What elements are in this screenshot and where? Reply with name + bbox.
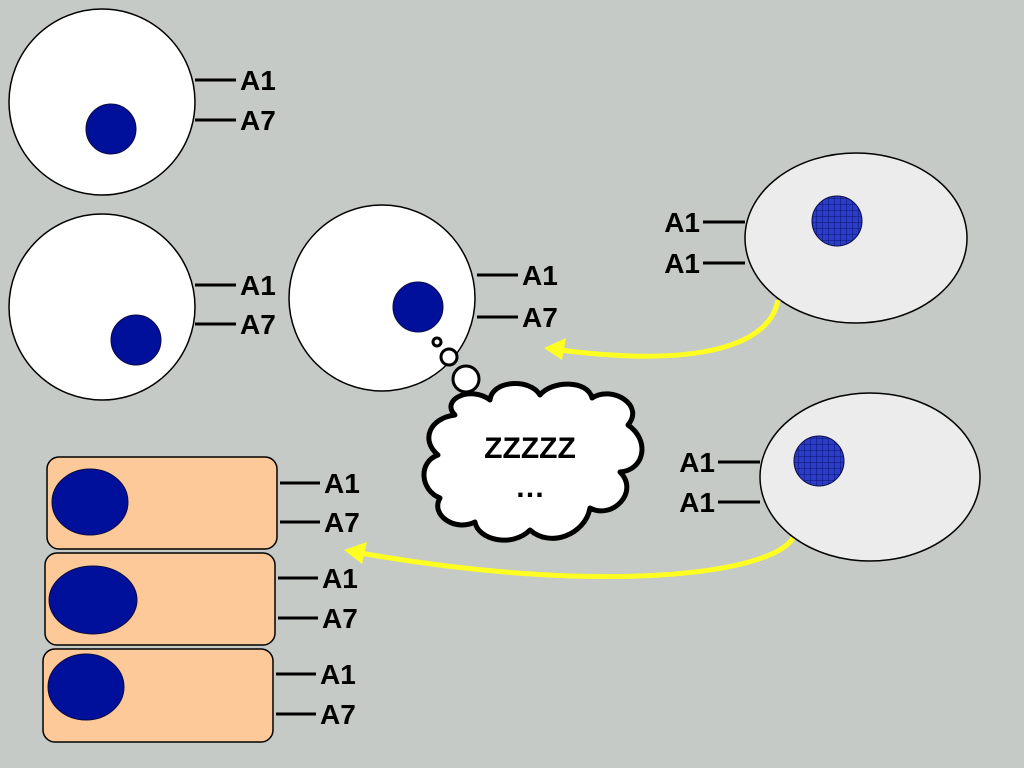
thought-dot bbox=[431, 336, 443, 348]
receptor-label-bottom: A7 bbox=[322, 603, 358, 634]
nucleus bbox=[85, 103, 137, 155]
thought-cloud bbox=[421, 381, 645, 543]
thought-bubble: ZZZZZ … bbox=[421, 336, 645, 543]
receptor-label-top: A1 bbox=[679, 447, 715, 478]
arrow-to-center-cell bbox=[544, 299, 781, 360]
tissue-cell-3: A1 A7 bbox=[42, 648, 356, 743]
grey-cell-top: A1 A1 bbox=[664, 152, 968, 324]
receptor-label-top: A1 bbox=[522, 260, 558, 291]
cell-membrane bbox=[759, 392, 981, 562]
nucleus bbox=[392, 281, 444, 333]
receptor-label-bottom: A1 bbox=[664, 248, 700, 279]
receptor-label-bottom: A7 bbox=[240, 309, 276, 340]
receptor-label-top: A1 bbox=[324, 468, 360, 499]
receptor-label-top: A1 bbox=[240, 270, 276, 301]
receptor-label-bottom: A7 bbox=[320, 699, 356, 730]
arrow-head bbox=[544, 338, 566, 360]
receptor-label-bottom: A7 bbox=[240, 105, 276, 136]
thought-text-line2: … bbox=[515, 471, 545, 504]
cell-membrane bbox=[8, 213, 196, 401]
tissue-cell-1: A1 A7 bbox=[46, 456, 360, 550]
receptor-label-top: A1 bbox=[322, 563, 358, 594]
white-cell-middle: A1 A7 bbox=[8, 213, 276, 401]
nucleus bbox=[110, 314, 162, 366]
arrow-shaft bbox=[359, 536, 796, 579]
arrow-shaft bbox=[559, 299, 781, 359]
nucleus bbox=[47, 653, 125, 721]
nucleus bbox=[793, 435, 845, 487]
white-cell-center: A1 A7 bbox=[288, 204, 558, 392]
white-cell-top: A1 A7 bbox=[8, 8, 276, 196]
cell-membrane bbox=[288, 204, 476, 392]
receptor-label-top: A1 bbox=[240, 65, 276, 96]
nucleus bbox=[48, 565, 138, 635]
grey-cell-bottom: A1 A1 bbox=[679, 392, 981, 562]
receptor-label-bottom: A7 bbox=[522, 302, 558, 333]
receptor-label-top: A1 bbox=[320, 659, 356, 690]
arrow-head bbox=[344, 542, 367, 564]
receptor-label-bottom: A1 bbox=[679, 487, 715, 518]
thought-dot bbox=[451, 364, 481, 394]
nucleus bbox=[51, 468, 129, 536]
thought-dot bbox=[439, 347, 459, 367]
tissue-cell-2: A1 A7 bbox=[44, 552, 358, 646]
receptor-label-bottom: A7 bbox=[324, 507, 360, 538]
thought-text-line1: ZZZZZ bbox=[484, 432, 576, 465]
receptor-label-top: A1 bbox=[664, 207, 700, 238]
arrow-to-tissue-cell bbox=[344, 536, 796, 579]
nucleus bbox=[811, 195, 863, 247]
cell-membrane bbox=[8, 8, 196, 196]
